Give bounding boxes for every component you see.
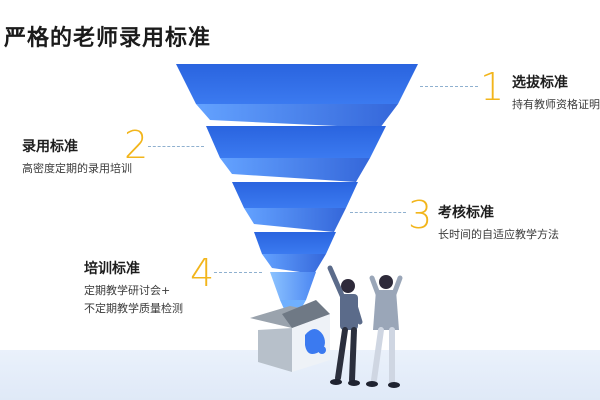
step-number-2: 2: [124, 123, 149, 167]
step-title-4: 培训标准: [84, 261, 140, 277]
dash-line-3: [350, 212, 406, 213]
step-number-3: 3: [408, 193, 433, 237]
step-title-3: 考核标准: [438, 205, 494, 221]
dash-line-4: [214, 272, 262, 273]
person-looking: [366, 275, 403, 388]
funnel-layer-3: [232, 182, 358, 232]
funnel-layer-4: [254, 232, 336, 274]
step-title-2: 录用标准: [22, 139, 78, 155]
step-desc-4-line-2: 不定期教学质量检测: [84, 302, 183, 315]
funnel-layer-2: [206, 126, 386, 182]
step-desc-2: 高密度定期的录用培训: [22, 162, 132, 175]
step-desc-3: 长时间的自适应教学方法: [438, 228, 559, 241]
step-desc-1: 持有教师资格证明: [512, 98, 600, 111]
dash-line-1: [420, 86, 478, 87]
step-number-1: 1: [480, 65, 505, 109]
step-title-1: 选拔标准: [512, 75, 568, 91]
funnel-layer-1: [176, 64, 418, 128]
step-number-4: 4: [190, 251, 215, 295]
page-title: 严格的老师录用标准: [4, 26, 212, 51]
person-pointing: [327, 265, 363, 386]
box-illustration: [250, 300, 330, 372]
dash-line-2: [148, 146, 204, 147]
step-desc-4-line-1: 定期教学研讨会+: [84, 284, 171, 297]
